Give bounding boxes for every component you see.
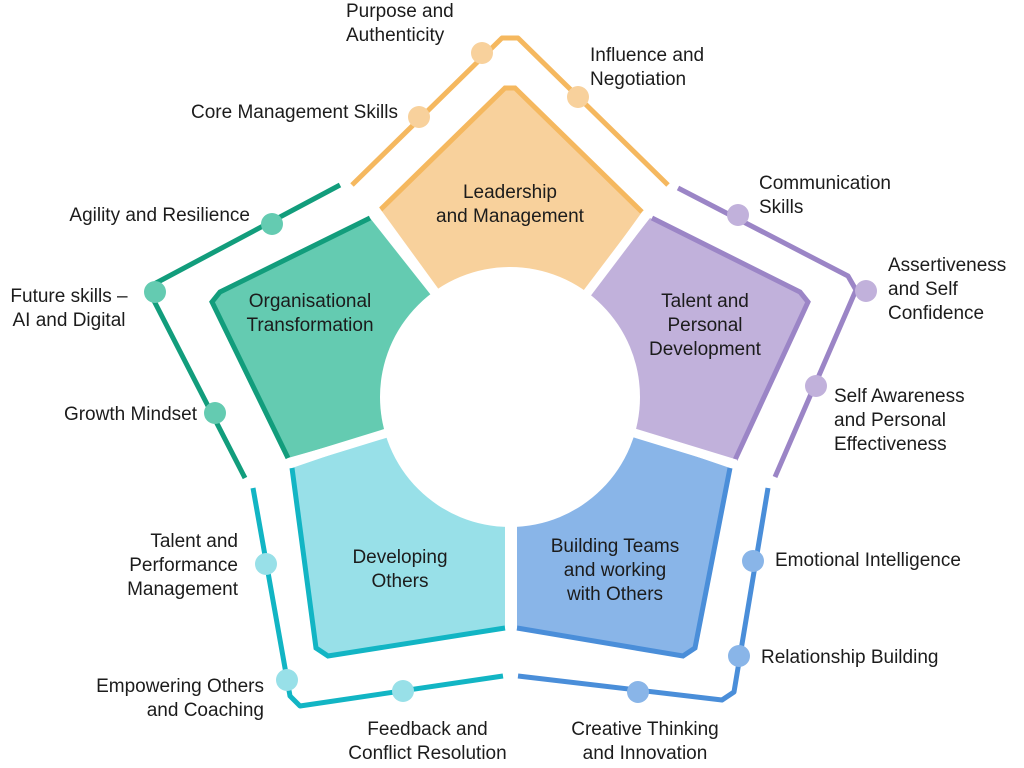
- dot-influence[interactable]: [567, 86, 589, 108]
- skill-label-future: Future skills –AI and Digital: [10, 286, 128, 331]
- dot-agility[interactable]: [261, 213, 283, 235]
- dot-purpose[interactable]: [471, 42, 493, 64]
- dot-feedback[interactable]: [392, 680, 414, 702]
- skill-label-emotional: Emotional Intelligence: [775, 550, 961, 571]
- dot-self-awareness[interactable]: [805, 375, 827, 397]
- segment-leadership[interactable]: [378, 88, 642, 395]
- skill-dots: [144, 42, 877, 703]
- dot-future[interactable]: [144, 281, 166, 303]
- dot-creative[interactable]: [627, 681, 649, 703]
- center-circle: [380, 267, 640, 527]
- dot-relationship[interactable]: [728, 645, 750, 667]
- dot-emotional[interactable]: [742, 550, 764, 572]
- dot-growth[interactable]: [204, 402, 226, 424]
- skill-label-growth: Growth Mindset: [63, 404, 197, 425]
- dot-talent-perf[interactable]: [255, 553, 277, 575]
- dot-assertiveness[interactable]: [855, 280, 877, 302]
- dot-communication[interactable]: [727, 204, 749, 226]
- dot-empowering[interactable]: [276, 669, 298, 691]
- skill-label-agility: Agility and Resilience: [69, 205, 250, 226]
- skill-label-relationship: Relationship Building: [761, 647, 939, 668]
- skill-label-core: Core Management Skills: [191, 102, 398, 123]
- inner-segments: [209, 85, 811, 659]
- dot-core[interactable]: [408, 106, 430, 128]
